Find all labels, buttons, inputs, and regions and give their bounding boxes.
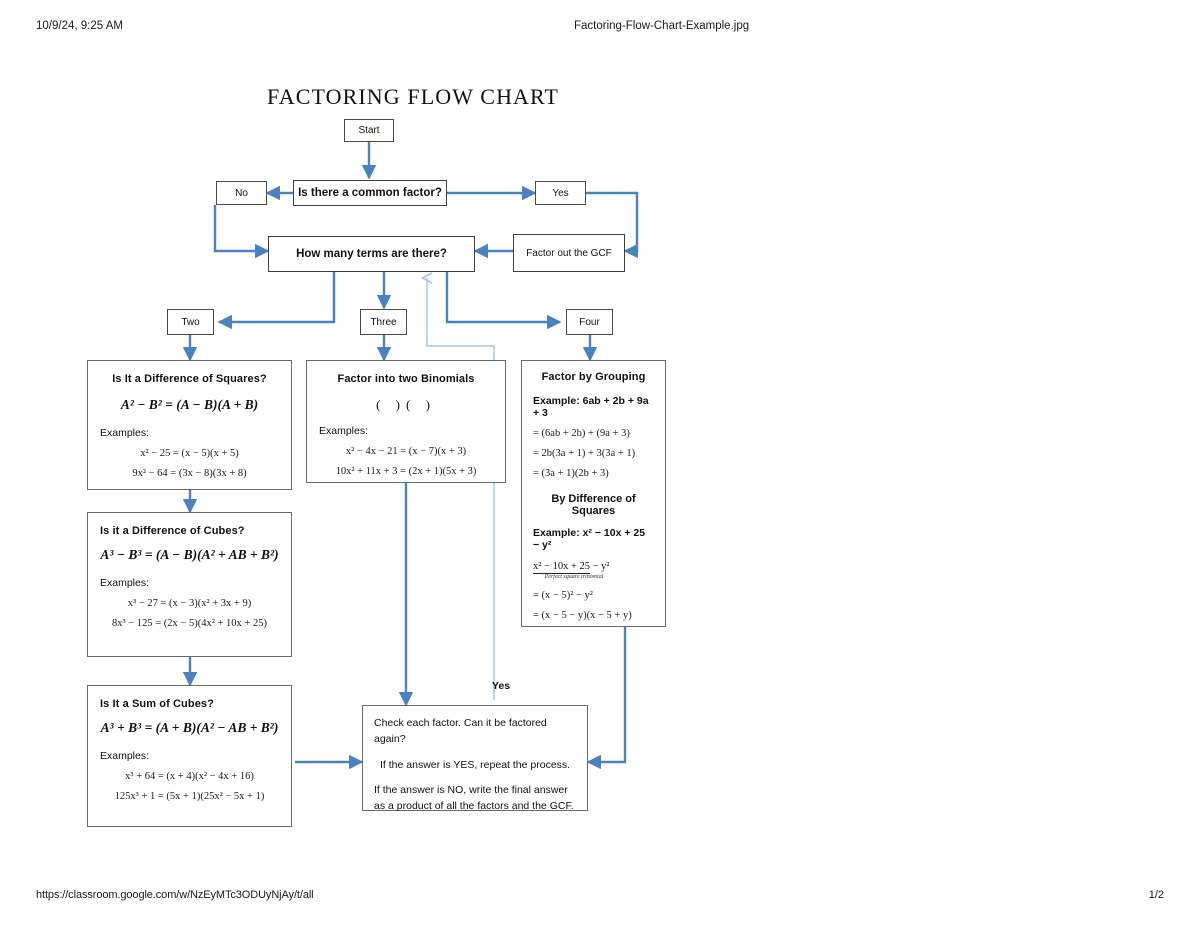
panel-factor-by-grouping-title: Factor by Grouping: [541, 371, 646, 383]
print-document-name: Factoring-Flow-Chart-Example.jpg: [574, 20, 750, 32]
node-no-label: No: [235, 187, 248, 199]
panel-difference-of-cubes: Is it a Difference of Cubes? A³ − B³ = (…: [87, 512, 292, 657]
node-three[interactable]: Three: [360, 309, 407, 335]
panel-sum-of-cubes-title: Is It a Sum of Cubes?: [100, 698, 214, 710]
panel-difference-of-cubes-example-2: 8x³ − 125 = (2x − 5)(4x² + 10x + 25): [112, 618, 267, 629]
node-start[interactable]: Start: [344, 119, 394, 142]
brace-underline: x² − 10x + 25: [533, 561, 590, 574]
print-header: 10/9/24, 9:25 AM Factoring-Flow-Chart-Ex…: [0, 20, 1200, 36]
panel-sum-of-cubes: Is It a Sum of Cubes? A³ + B³ = (A + B)(…: [87, 685, 292, 827]
panel-factor-by-grouping-example-line-2: Example: x² − 10x + 25 − y²: [533, 527, 646, 551]
panel-two-binomials-example-1: x² − 4x − 21 = (x − 7)(x + 3): [345, 446, 467, 457]
node-common-factor-question[interactable]: Is there a common factor?: [293, 180, 447, 206]
node-two-label: Two: [181, 316, 200, 328]
panel-difference-of-squares-title: Is It a Difference of Squares?: [112, 373, 267, 385]
node-factor-out-gcf-label: Factor out the GCF: [526, 247, 612, 259]
node-yes[interactable]: Yes: [535, 181, 586, 205]
node-four-label: Four: [579, 316, 600, 328]
panel-difference-of-cubes-example-1: x³ − 27 = (x − 3)(x² + 3x + 9): [127, 598, 252, 609]
print-timestamp: 10/9/24, 9:25 AM: [36, 20, 123, 32]
panel-factor-by-grouping-brace-label: Perfect square trinomial: [544, 574, 604, 580]
page-title: FACTORING FLOW CHART: [267, 84, 560, 109]
panel-difference-of-squares: Is It a Difference of Squares? A² − B² =…: [87, 360, 292, 490]
edge-label-yes-loop: Yes: [492, 680, 511, 692]
node-start-label: Start: [358, 125, 380, 136]
panel-factor-by-grouping-subtitle: By Difference of Squares: [551, 493, 636, 517]
panel-check-each-factor-line-3: If the answer is NO, write the final ans…: [374, 783, 574, 813]
print-page-number: 1/2: [1148, 889, 1164, 901]
panel-difference-of-cubes-title: Is it a Difference of Cubes?: [100, 525, 245, 537]
node-how-many-terms[interactable]: How many terms are there?: [268, 236, 475, 272]
panel-factor-by-grouping-step-4: = (x − 5)² − y²: [533, 589, 593, 601]
panel-difference-of-cubes-formula: A³ − B³ = (A − B)(A² + AB + B²): [100, 547, 279, 562]
panel-sum-of-cubes-examples-label: Examples:: [100, 750, 150, 762]
panel-factor-by-grouping: Factor by Grouping Example: 6ab + 2b + 9…: [521, 360, 666, 627]
brace-tail: − y²: [590, 561, 610, 572]
panel-difference-of-squares-example-2: 9x² − 64 = (3x − 8)(3x + 8): [132, 468, 247, 479]
panel-factor-by-grouping-example-line: Example: 6ab + 2b + 9a + 3: [533, 395, 649, 419]
panel-check-each-factor: Check each factor. Can it be factored ag…: [362, 705, 588, 812]
print-footer: https://classroom.google.com/w/NzEyMTc3O…: [0, 889, 1200, 905]
panel-check-each-factor-line-1: Check each factor. Can it be factored ag…: [374, 717, 547, 746]
node-four[interactable]: Four: [566, 309, 613, 335]
print-url: https://classroom.google.com/w/NzEyMTc3O…: [36, 889, 314, 901]
panel-factor-by-grouping-step-3: = (3a + 1)(2b + 3): [533, 468, 609, 479]
panel-difference-of-squares-formula: A² − B² = (A − B)(A + B): [120, 397, 259, 412]
panel-difference-of-squares-example-1: x² − 25 = (x − 5)(x + 5): [140, 448, 239, 459]
panel-two-binomials-title: Factor into two Binomials: [337, 373, 475, 385]
panel-check-each-factor-line-2: If the answer is YES, repeat the process…: [380, 758, 571, 771]
node-factor-out-gcf[interactable]: Factor out the GCF: [513, 234, 625, 272]
panel-difference-of-squares-examples-label: Examples:: [100, 427, 150, 439]
node-three-label: Three: [370, 316, 397, 328]
panel-two-binomials: Factor into two Binomials ( )( ) Example…: [306, 360, 506, 483]
panel-sum-of-cubes-formula: A³ + B³ = (A + B)(A² − AB + B²): [100, 720, 279, 735]
panel-factor-by-grouping-brace-expression: x² − 10x + 25 − y²: [533, 561, 654, 574]
panel-two-binomials-example-2: 10x² + 11x + 3 = (2x + 1)(5x + 3): [335, 466, 477, 477]
node-common-factor-question-label: Is there a common factor?: [298, 187, 442, 199]
node-how-many-terms-label: How many terms are there?: [296, 248, 447, 260]
panel-difference-of-cubes-examples-label: Examples:: [100, 577, 150, 589]
panel-factor-by-grouping-step-5: = (x − 5 − y)(x − 5 + y): [533, 609, 632, 621]
panel-sum-of-cubes-example-1: x³ + 64 = (x + 4)(x² − 4x + 16): [125, 771, 254, 782]
node-yes-label: Yes: [552, 187, 569, 199]
panel-factor-by-grouping-step-2: = 2b(3a + 1) + 3(3a + 1): [533, 448, 636, 459]
panel-two-binomials-slot: ( )( ): [376, 397, 436, 412]
node-no[interactable]: No: [216, 181, 267, 205]
panel-sum-of-cubes-example-2: 125x³ + 1 = (5x + 1)(25x² − 5x + 1): [114, 791, 265, 802]
node-two[interactable]: Two: [167, 309, 214, 335]
panel-factor-by-grouping-step-1: = (6ab + 2b) + (9a + 3): [533, 428, 630, 439]
panel-two-binomials-examples-label: Examples:: [319, 425, 369, 437]
